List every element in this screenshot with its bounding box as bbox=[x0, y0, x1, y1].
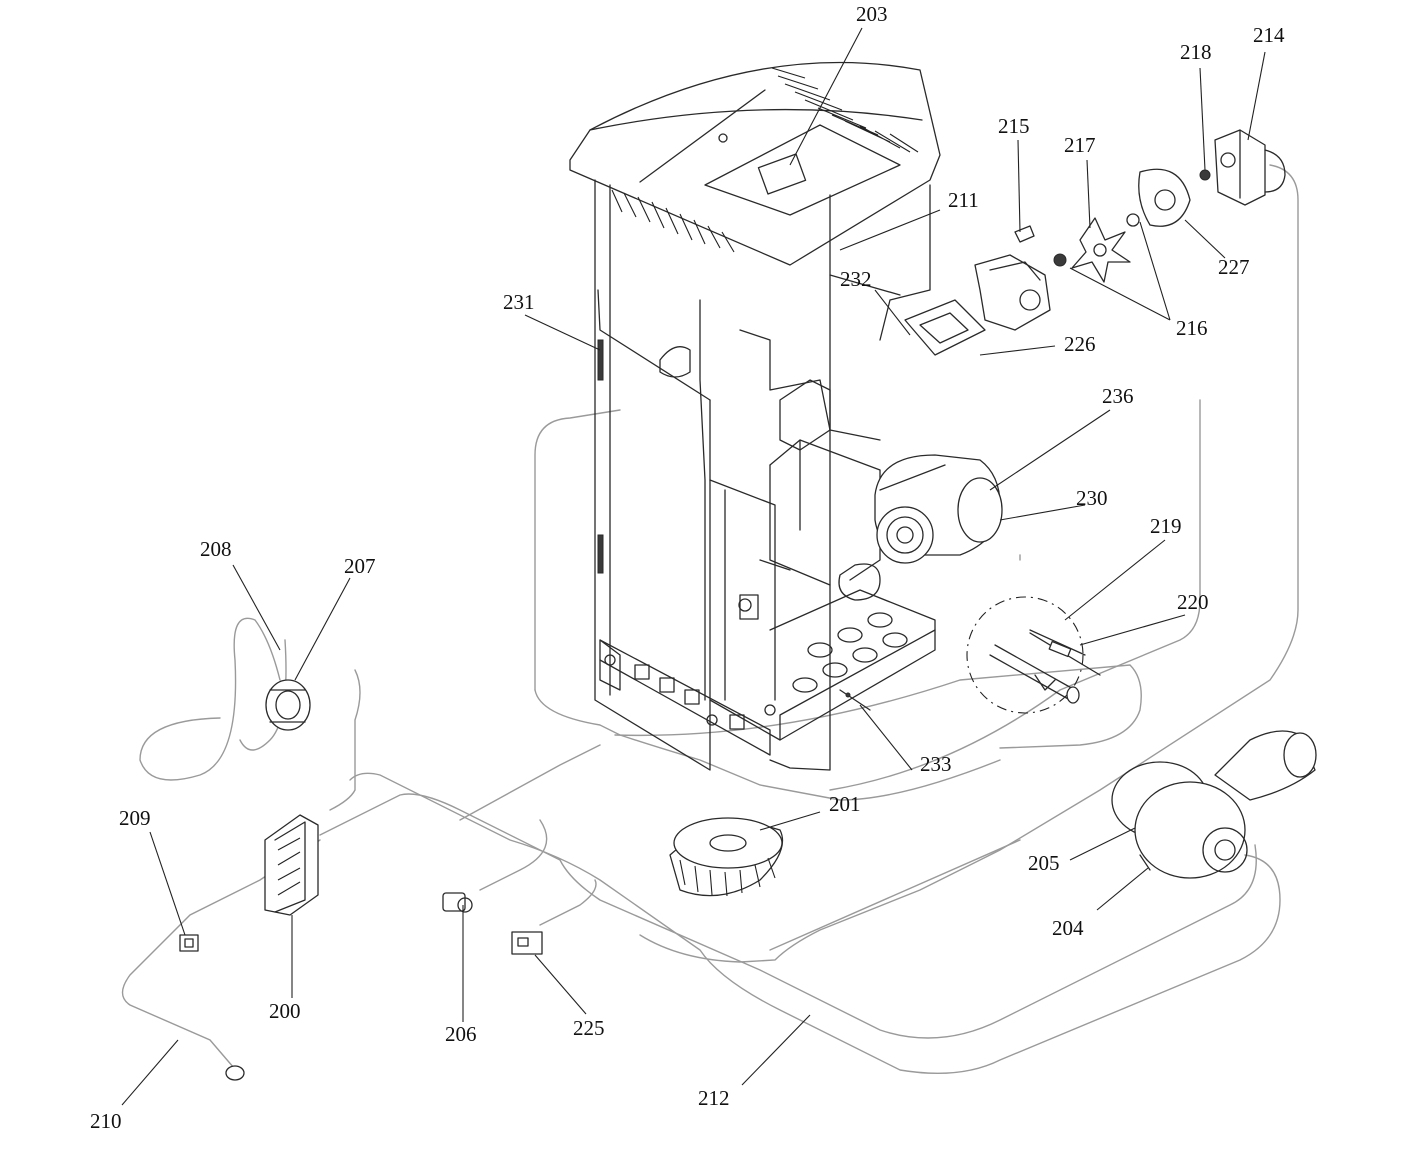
callout-204: 204 bbox=[1052, 916, 1084, 940]
callout-219: 219 bbox=[1150, 514, 1182, 538]
leader-lines bbox=[121, 27, 1266, 1106]
callout-231: 231 bbox=[503, 290, 535, 314]
callout-210: 210 bbox=[90, 1109, 122, 1133]
feed-motor-assembly bbox=[904, 129, 1286, 356]
room-fan bbox=[669, 817, 784, 897]
callout-233: 233 bbox=[920, 752, 952, 776]
exhaust-blower bbox=[1111, 730, 1317, 879]
callout-207: 207 bbox=[344, 554, 376, 578]
callout-226: 226 bbox=[1064, 332, 1096, 356]
combustion-fan bbox=[874, 454, 1003, 564]
callout-217: 217 bbox=[1064, 133, 1096, 157]
callout-203: 203 bbox=[856, 2, 888, 26]
bracket-233 bbox=[839, 689, 871, 711]
callout-218: 218 bbox=[1180, 40, 1212, 64]
callout-230: 230 bbox=[1076, 486, 1108, 510]
callout-225: 225 bbox=[573, 1016, 605, 1040]
callout-220: 220 bbox=[1177, 590, 1209, 614]
callout-215: 215 bbox=[998, 114, 1030, 138]
top-vent-slots bbox=[611, 67, 919, 253]
small-components bbox=[179, 892, 543, 1081]
pressure-switch bbox=[265, 679, 311, 731]
igniter-detail bbox=[966, 596, 1101, 714]
callout-236: 236 bbox=[1102, 384, 1134, 408]
callout-214: 214 bbox=[1253, 23, 1285, 47]
callout-227: 227 bbox=[1218, 255, 1250, 279]
wiring-harness bbox=[121, 164, 1299, 1076]
callout-232: 232 bbox=[840, 267, 872, 291]
callout-205: 205 bbox=[1028, 851, 1060, 875]
callout-216: 216 bbox=[1176, 316, 1208, 340]
control-board bbox=[264, 814, 319, 916]
callout-200: 200 bbox=[269, 999, 301, 1023]
callout-212: 212 bbox=[698, 1086, 730, 1110]
callout-206: 206 bbox=[445, 1022, 477, 1046]
callout-211: 211 bbox=[948, 188, 979, 212]
callout-208: 208 bbox=[200, 537, 232, 561]
stove-body bbox=[569, 61, 941, 771]
callout-209: 209 bbox=[119, 806, 151, 830]
callout-201: 201 bbox=[829, 792, 861, 816]
